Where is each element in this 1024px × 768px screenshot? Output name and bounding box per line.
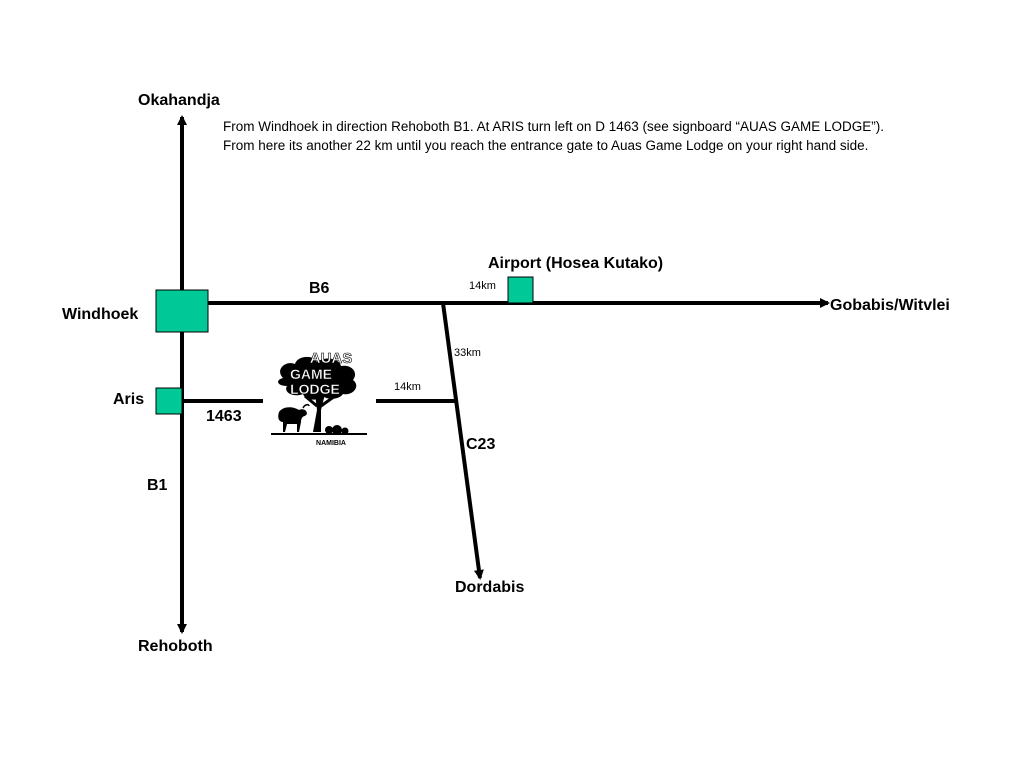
directions-text: From Windhoek in direction Rehoboth B1. … (223, 117, 884, 155)
directions-line-1: From Windhoek in direction Rehoboth B1. … (223, 119, 885, 134)
distance-c23-north: 33km (454, 347, 481, 359)
place-gobabis: Gobabis/Witvlei (830, 297, 950, 314)
c23-road (441, 302, 484, 580)
place-windhoek: Windhoek (62, 306, 139, 323)
place-rehoboth: Rehoboth (138, 638, 213, 655)
road-label-b6: B6 (309, 280, 330, 297)
auas-game-lodge-logo: AUAS GAME LODGE NAMIBIA (265, 350, 370, 450)
logo-text-auas: AUAS (310, 350, 353, 367)
aris-node (155, 387, 183, 415)
place-okahandja: Okahandja (138, 92, 220, 109)
road-label-b1: B1 (147, 477, 168, 494)
road-label-1463: 1463 (206, 408, 242, 425)
distance-lodge: 14km (394, 381, 421, 393)
logo-text-lodge: LODGE (290, 381, 340, 397)
logo-text-namibia: NAMIBIA (316, 440, 346, 447)
road-label-c23: C23 (466, 436, 496, 453)
directions-line-2: From here its another 22 km until you re… (223, 138, 869, 153)
logo-graphic: AUAS GAME LODGE NAMIBIA (271, 350, 367, 447)
place-aris: Aris (113, 391, 145, 408)
windhoek-node (155, 289, 209, 333)
airport-node (507, 276, 534, 304)
place-dordabis: Dordabis (455, 579, 525, 596)
logo-text-game: GAME (290, 366, 332, 382)
distance-airport: 14km (469, 280, 496, 292)
place-airport: Airport (Hosea Kutako) (488, 255, 664, 272)
